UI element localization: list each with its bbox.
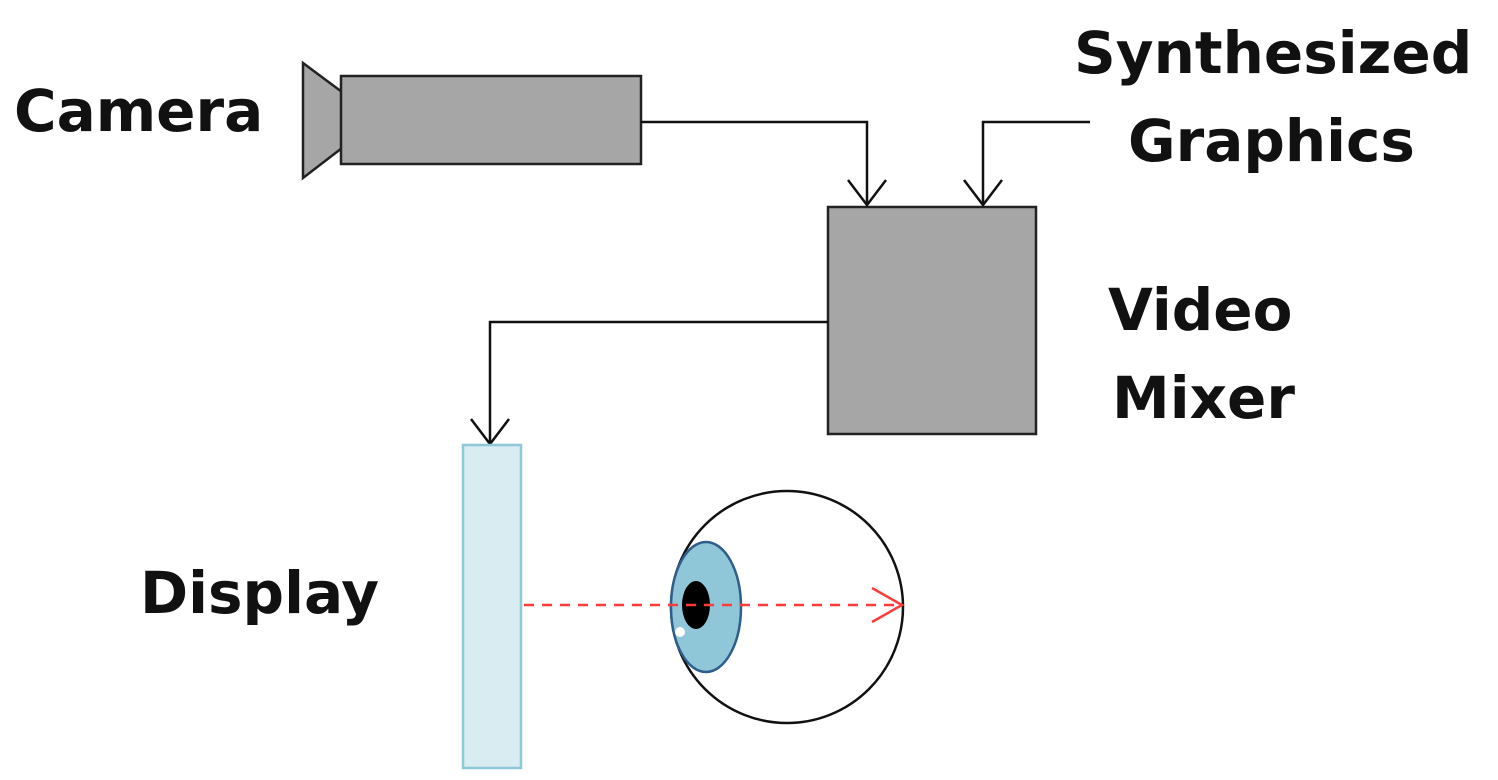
mixer-label-line2: Mixer bbox=[1112, 364, 1295, 432]
camera-icon bbox=[301, 60, 643, 181]
camera-to-mixer-arrow bbox=[641, 120, 887, 208]
display-panel bbox=[461, 443, 523, 770]
camera-lens bbox=[301, 60, 344, 181]
mixer-to-display-arrow bbox=[470, 320, 828, 447]
camera-label: Camera bbox=[14, 77, 263, 145]
light-ray-arrow bbox=[524, 586, 905, 624]
mixer-label-line1: Video bbox=[1108, 276, 1292, 344]
graphics-label-line1: Synthesized bbox=[1074, 19, 1472, 87]
graphics-label-line2: Graphics bbox=[1128, 107, 1415, 175]
video-mixer-box bbox=[826, 205, 1038, 436]
display-label: Display bbox=[140, 559, 379, 627]
eye-icon bbox=[669, 489, 905, 725]
eye-glint bbox=[675, 627, 685, 637]
graphics-to-mixer-arrow bbox=[963, 120, 1090, 208]
camera-body bbox=[339, 74, 643, 166]
